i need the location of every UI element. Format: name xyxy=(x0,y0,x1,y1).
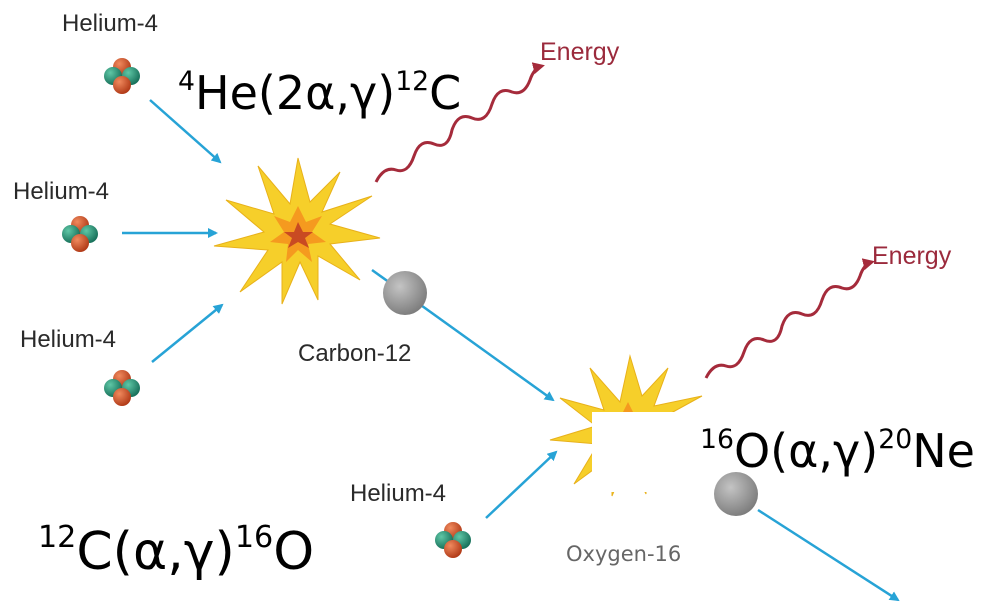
reaction-oxygen-alpha-mass-in: 16 xyxy=(700,423,734,455)
helium-label-2: Helium-4 xyxy=(13,178,110,205)
oxygen-16-nucleus xyxy=(714,472,758,516)
helium-nucleus-2 xyxy=(62,216,98,252)
reaction-oxygen-alpha-mass-out: 20 xyxy=(878,423,913,455)
reaction-triple-alpha: 4He(2α,γ)12C xyxy=(178,68,461,116)
helium-nucleus-1 xyxy=(104,58,140,94)
energy-wave-2 xyxy=(704,258,875,379)
reaction-triple-alpha-core: He(2α,γ) xyxy=(194,66,396,120)
helium-nucleus-3 xyxy=(104,370,140,406)
helium-label-1: Helium-4 xyxy=(62,10,159,37)
reaction-oxygen-alpha: 16O(α,γ)20Ne xyxy=(700,426,975,474)
arrow-oxygen-out xyxy=(757,508,900,602)
reaction-oxygen-alpha-core: O(α,γ) xyxy=(733,424,879,478)
reaction-triple-alpha-mass-in: 4 xyxy=(178,65,195,97)
energy-wave-1 xyxy=(374,62,545,183)
arrow-helium-1-to-burst xyxy=(149,99,222,164)
reaction-triple-alpha-product: C xyxy=(429,66,462,120)
arrow-helium-4-to-burst xyxy=(485,450,558,519)
reaction-carbon-alpha: 12C(α,γ)16O xyxy=(38,523,314,578)
equation-backdrop xyxy=(592,412,990,492)
fusion-burst-1 xyxy=(213,157,381,305)
energy-label-2: Energy xyxy=(872,242,952,270)
reaction-carbon-alpha-mass-in: 12 xyxy=(38,520,77,556)
arrow-helium-3-to-burst xyxy=(151,303,224,363)
reaction-carbon-alpha-mass-out: 16 xyxy=(234,520,274,556)
oxygen-16-label: Oxygen-16 xyxy=(566,542,682,566)
helium-label-4: Helium-4 xyxy=(350,480,447,507)
reaction-oxygen-alpha-product: Ne xyxy=(912,424,975,478)
helium-nucleus-4 xyxy=(435,522,471,558)
carbon-12-label: Carbon-12 xyxy=(298,340,412,367)
helium-label-3: Helium-4 xyxy=(20,326,117,353)
reaction-carbon-alpha-core: C(α,γ) xyxy=(76,522,235,582)
reaction-triple-alpha-mass-out: 12 xyxy=(395,65,430,97)
carbon-12-nucleus xyxy=(383,271,427,315)
energy-label-1: Energy xyxy=(540,38,620,66)
reaction-carbon-alpha-product: O xyxy=(273,522,315,582)
